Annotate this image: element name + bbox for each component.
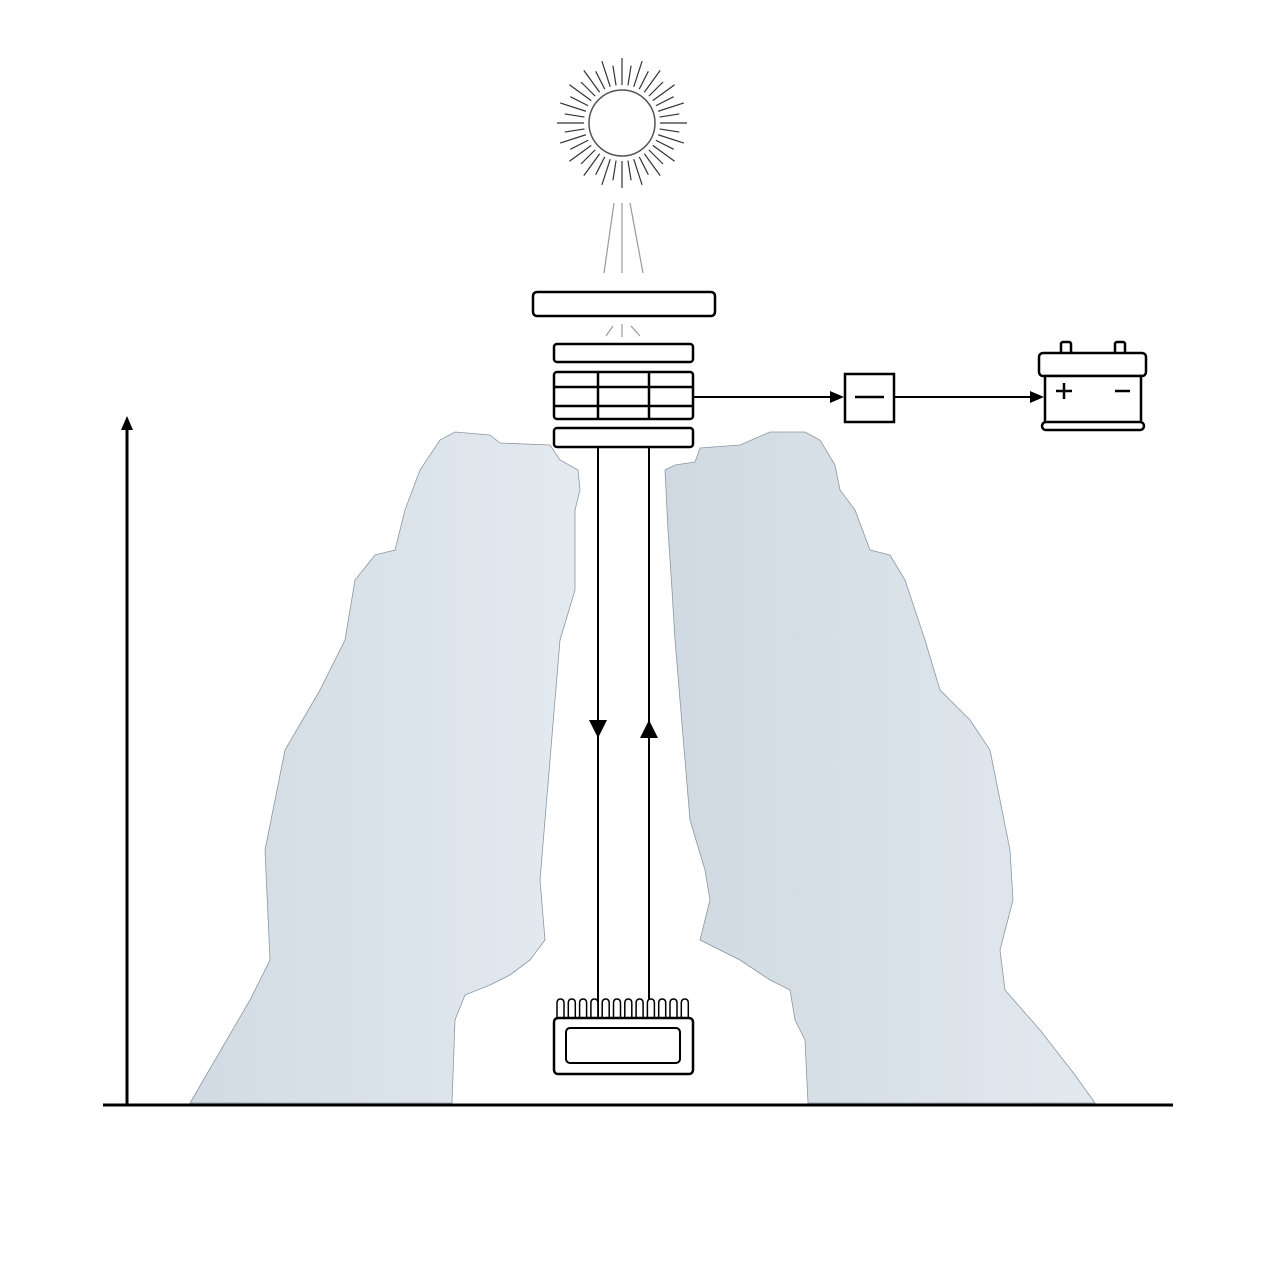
sun-ray	[612, 65, 617, 86]
heat-exchanger-fin	[680, 998, 690, 1018]
sun-ray	[655, 139, 674, 150]
sun-ray	[583, 153, 601, 176]
sun-ray	[570, 139, 589, 150]
y-axis-arrow	[121, 416, 133, 430]
sun-ray	[601, 60, 611, 88]
sun-ray	[643, 70, 661, 93]
sun-icon	[557, 58, 687, 188]
sun-ray	[655, 96, 674, 107]
regulator-icon	[843, 372, 896, 424]
glass-cover-panel	[531, 290, 717, 318]
down-arrow	[589, 720, 607, 738]
sun-ray	[657, 102, 685, 112]
sun-ray	[580, 81, 596, 97]
heat-exchanger-fin	[635, 998, 644, 1018]
sun-ray	[659, 128, 680, 133]
output-arrow-2	[1030, 391, 1044, 403]
heat-exchanger-fin	[578, 998, 588, 1018]
absorber-layer	[552, 342, 695, 364]
sun-ray	[627, 65, 632, 86]
sun-ray	[595, 156, 606, 175]
sun-ray	[569, 84, 592, 102]
sun-ray	[633, 60, 643, 88]
sun-ray	[569, 144, 592, 162]
sun-ray	[643, 153, 661, 176]
sun-ray	[559, 102, 587, 112]
sun-ray	[638, 71, 649, 90]
heat-exchanger-fin	[612, 998, 622, 1018]
sun-ray	[559, 134, 587, 144]
heat-exchanger-fin	[601, 998, 610, 1018]
heat-exchanger-fin	[669, 998, 678, 1018]
sun-ray	[583, 70, 601, 93]
heat-exchanger-fin	[646, 998, 656, 1018]
sun-ray	[601, 158, 611, 186]
sun-ray	[633, 158, 643, 186]
sun-ray	[659, 113, 680, 118]
heat-exchanger-fin	[556, 998, 565, 1018]
sun-ray	[652, 84, 675, 102]
heat-exchanger-fin	[624, 998, 633, 1018]
heat-exchanger-fin	[657, 998, 667, 1018]
up-arrow	[640, 720, 658, 738]
sun-ray	[638, 156, 649, 175]
right-rock-formation	[664, 431, 1096, 1104]
sun-ray	[648, 149, 664, 165]
sun-ray	[595, 71, 606, 90]
output-arrow-1	[830, 391, 844, 403]
heat-exchanger-icon	[552, 998, 695, 1076]
sun-ray	[652, 144, 675, 162]
heat-exchanger-fin	[590, 998, 599, 1018]
sun-ray	[648, 81, 664, 97]
sun-ray	[570, 96, 589, 107]
left-rock-formation	[189, 431, 581, 1104]
sun-ray	[627, 160, 632, 181]
sun-ray	[657, 134, 685, 144]
sun-ray	[580, 149, 596, 165]
solar-cell-grid	[552, 370, 695, 421]
heat-exchanger-fin	[567, 998, 577, 1018]
battery-icon	[1037, 340, 1148, 432]
sunlight-beams	[603, 202, 644, 337]
sun-ray	[564, 128, 585, 133]
sun-ray	[612, 160, 617, 181]
base-layer	[552, 426, 695, 449]
sun-ray	[564, 113, 585, 118]
